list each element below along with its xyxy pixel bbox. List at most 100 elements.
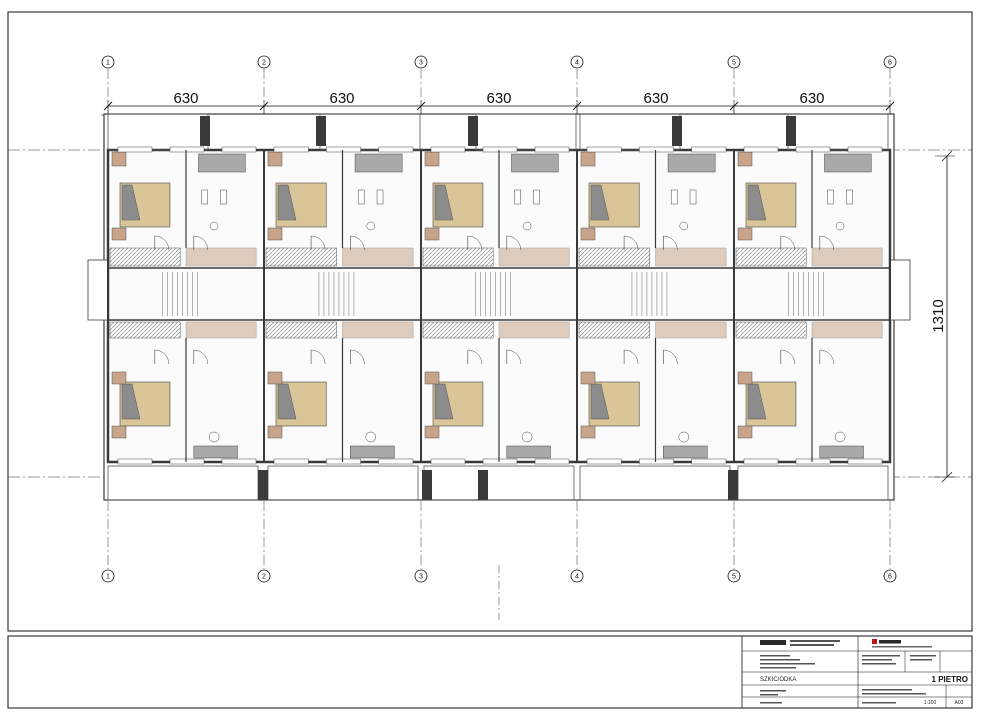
door-swing [780, 349, 796, 365]
nightstand [737, 151, 753, 167]
staircase [788, 272, 824, 316]
level-label: 1 PIETRO [932, 675, 968, 684]
chair [365, 431, 377, 443]
nightstand [267, 371, 283, 385]
door-swing [624, 349, 639, 365]
door-swing [624, 235, 639, 251]
column [478, 470, 488, 500]
door-swing [467, 349, 483, 365]
scale-value: 1:100 [924, 700, 937, 706]
nightstand [111, 371, 127, 385]
window [482, 458, 518, 465]
dimension-chain-top: 630 630 630 630 630 [103, 90, 895, 114]
door-swing [780, 235, 796, 251]
bathtub [511, 153, 559, 173]
hatched-partition [422, 247, 494, 267]
window [326, 458, 361, 465]
axis-bubble: 6 [883, 569, 897, 583]
door-swing [311, 349, 326, 365]
drawing-frame [7, 11, 973, 632]
apartment-unit [733, 146, 890, 465]
wardrobe [827, 189, 834, 205]
hatched-partition [109, 247, 181, 267]
door-swing [311, 235, 326, 251]
bay-dimension: 630 [173, 90, 198, 107]
drawing-name: SZKIC/ODKA [760, 677, 796, 683]
cabinet-row [342, 247, 414, 267]
window [691, 146, 727, 153]
bay-dimension: 630 [799, 90, 824, 107]
door-swing [350, 235, 365, 251]
bed-pillow [434, 184, 454, 221]
nightstand [424, 227, 440, 241]
wardrobe [376, 189, 384, 205]
architect-logo [760, 640, 840, 646]
nightstand [111, 227, 127, 241]
svg-text:4: 4 [575, 60, 579, 67]
bathtub [824, 153, 872, 173]
svg-text:6: 6 [888, 60, 892, 67]
door-swing [467, 235, 483, 251]
bed-pillow [747, 383, 767, 420]
window [534, 146, 570, 153]
wardrobe [514, 189, 521, 205]
nightstand [111, 425, 127, 439]
column [316, 116, 326, 146]
staircase [475, 272, 511, 316]
cabinet-row [811, 321, 883, 339]
stair-projection [87, 259, 109, 321]
window [273, 458, 309, 465]
depth-dimension: 1310 [930, 299, 947, 332]
hatched-partition [422, 321, 494, 339]
toilet [679, 221, 689, 231]
window [743, 458, 779, 465]
axis-bubble: 3 [414, 55, 428, 69]
cabinet-row [498, 321, 570, 339]
nightstand [737, 371, 753, 385]
window [639, 146, 674, 153]
bed-pillow [434, 383, 454, 420]
axis-bubble: 1 [101, 569, 115, 583]
axis-bubble: 1 [101, 55, 115, 69]
nightstand [267, 227, 283, 241]
nightstand [267, 151, 283, 167]
window [378, 458, 414, 465]
door-swing [193, 349, 209, 365]
window [691, 458, 727, 465]
apartment-unit [263, 146, 421, 465]
wardrobe [846, 189, 853, 205]
bed-pillow [590, 383, 610, 420]
chair [678, 431, 690, 443]
hatched-partition [735, 321, 807, 339]
column [258, 470, 268, 500]
apartment-unit [420, 146, 577, 465]
toilet [366, 221, 376, 231]
chair [521, 431, 533, 443]
chair [834, 431, 846, 443]
svg-text:5: 5 [732, 574, 736, 581]
column [200, 116, 210, 146]
svg-text:5: 5 [732, 60, 736, 67]
nightstand [424, 425, 440, 439]
desk [663, 445, 708, 459]
window [221, 458, 257, 465]
axis-bubble: 4 [570, 569, 584, 583]
window [847, 146, 883, 153]
company-logo [872, 639, 932, 648]
nightstand [424, 371, 440, 385]
wardrobe [220, 189, 227, 205]
cabinet-row [342, 321, 414, 339]
hatched-partition [109, 321, 181, 339]
window [221, 146, 257, 153]
door-swing [663, 349, 678, 365]
cabinet-row [655, 321, 727, 339]
window [326, 146, 361, 153]
door-swing [506, 235, 522, 251]
svg-text:2: 2 [262, 574, 266, 581]
window [743, 146, 779, 153]
nightstand [267, 425, 283, 439]
nightstand [580, 151, 596, 167]
bathtub [198, 153, 246, 173]
door-swing [154, 235, 170, 251]
door-swing [506, 349, 522, 365]
